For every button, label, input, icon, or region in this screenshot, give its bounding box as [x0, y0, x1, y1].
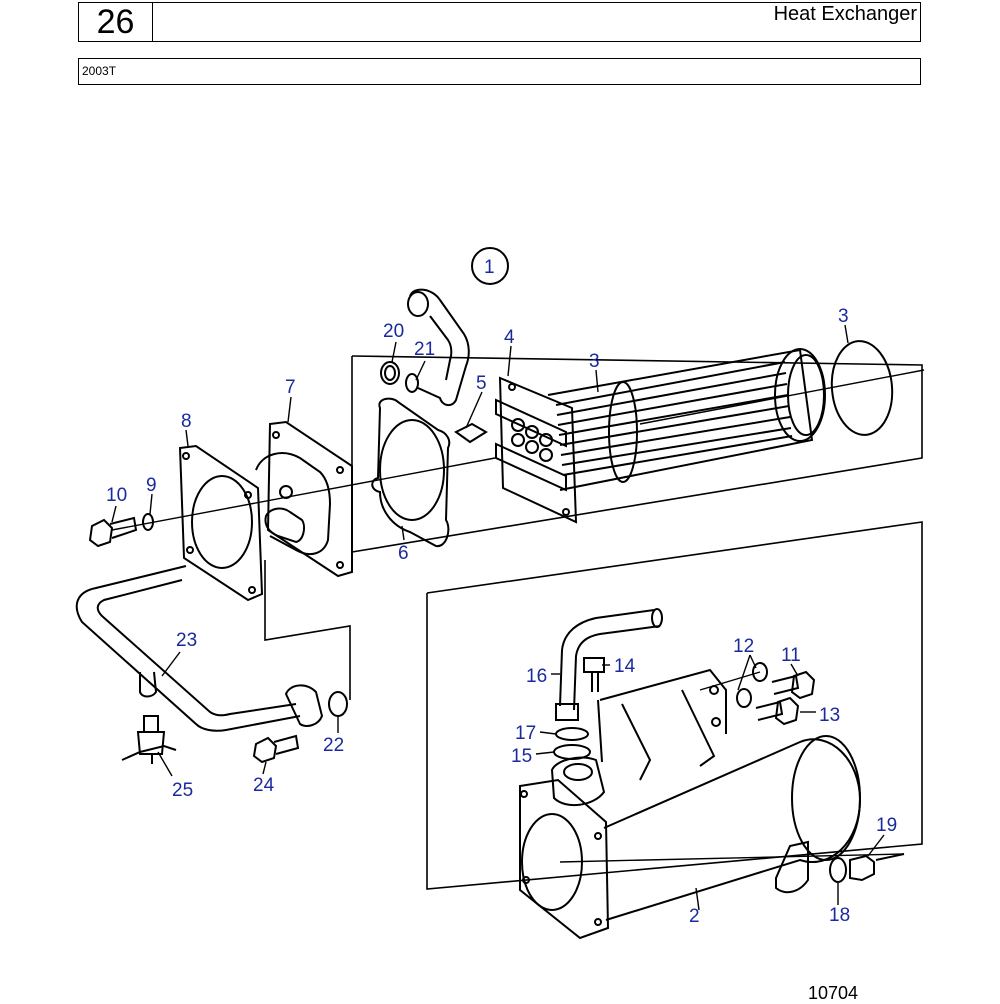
- frame-left: [264, 560, 351, 700]
- part-bolt-11: [752, 662, 816, 700]
- callout-label: 7: [285, 377, 296, 398]
- group-label: 1: [484, 257, 495, 278]
- callout-label: 12: [733, 636, 754, 657]
- part-washer-17: [555, 727, 589, 741]
- part-pipe-16: [555, 608, 663, 721]
- callout-label: 19: [876, 815, 897, 836]
- part-pipe-21: [380, 288, 470, 406]
- callout-label: 10: [106, 485, 127, 506]
- page-title: Heat Exchanger: [773, 3, 917, 25]
- callout-label: 14: [614, 656, 636, 677]
- callout-label: 3: [589, 351, 600, 372]
- callout-label: 5: [476, 373, 487, 394]
- callout-label: 17: [515, 723, 536, 744]
- callout-label: 11: [781, 645, 801, 666]
- callout-label: 20: [383, 321, 404, 342]
- axis-line-mid: [639, 369, 925, 425]
- callout-label: 15: [511, 746, 532, 767]
- callout-label: 23: [176, 630, 197, 651]
- part-bolt-24: [252, 734, 300, 764]
- part-plug-19: [829, 853, 905, 883]
- part-bolt-13: [736, 688, 800, 726]
- callout-label: 16: [526, 666, 547, 687]
- header-bar: 26 Heat Exchanger: [78, 2, 921, 42]
- part-clip-5: [454, 422, 488, 444]
- axis-line-upper: [111, 457, 496, 531]
- drawing-number: 10704: [808, 983, 859, 1003]
- part-tube-bundle: [547, 348, 826, 491]
- part-oring-3: [830, 340, 894, 436]
- part-housing-2: [519, 668, 862, 940]
- callout-label: 25: [172, 780, 193, 801]
- callout-label: 6: [398, 543, 409, 564]
- part-gasket-6: [371, 397, 451, 548]
- part-bolt-14: [583, 657, 605, 692]
- callout-label: 24: [253, 775, 275, 796]
- part-tube-plate-4: [495, 376, 578, 524]
- callout-labels: 1 2 3 3 4 5 6 7 8 9 10 11 12 13 14 15 16…: [106, 257, 897, 927]
- part-valve-25: [121, 715, 177, 764]
- callout-label: 4: [504, 327, 515, 348]
- part-bolt-10: [88, 513, 154, 548]
- callout-label: 8: [181, 411, 192, 432]
- model-bar: 2003T: [78, 58, 921, 85]
- section-number: 26: [79, 3, 153, 41]
- callout-label: 18: [829, 905, 850, 926]
- model-label: 2003T: [82, 64, 117, 78]
- callout-label: 9: [146, 475, 157, 496]
- part-pipe-23: [75, 565, 348, 732]
- frame-upper: [351, 355, 923, 553]
- callout-label: 2: [689, 906, 700, 927]
- callout-label: 3: [838, 306, 849, 327]
- callout-label: 22: [323, 735, 344, 756]
- axis-line-lower: [699, 671, 761, 691]
- callout-label: 21: [414, 339, 435, 360]
- part-seal-15: [553, 744, 591, 760]
- leader-lines: [111, 324, 885, 911]
- axis-line-bottom: [559, 853, 905, 863]
- part-flange-8: [178, 444, 264, 602]
- callout-label: 13: [819, 705, 840, 726]
- frame-lower: [426, 521, 923, 890]
- part-flange-7: [255, 420, 353, 578]
- group-circle: [471, 247, 509, 285]
